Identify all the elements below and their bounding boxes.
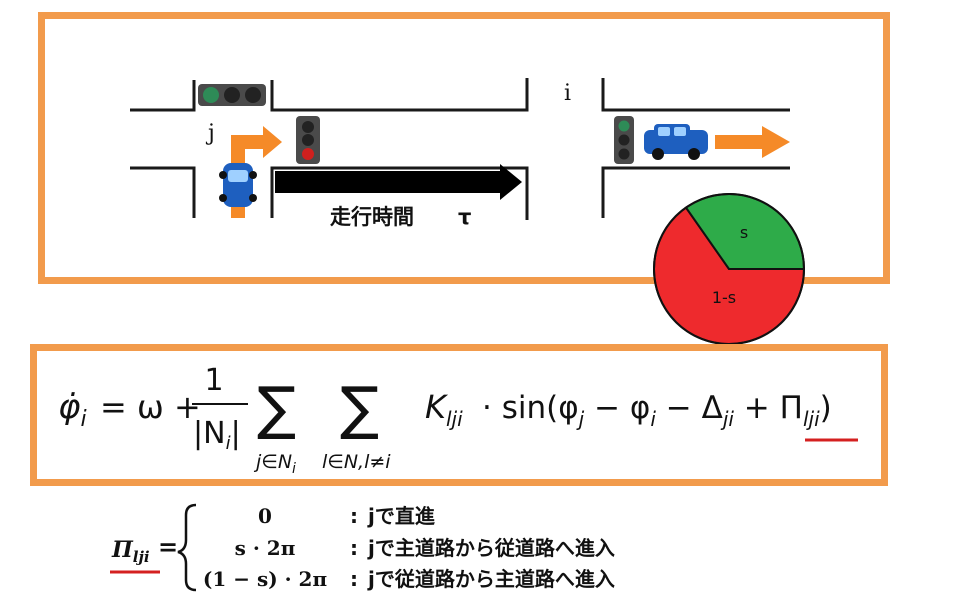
traffic-light-horizontal bbox=[198, 84, 266, 106]
sum2-subscript: l∈N,l≠i bbox=[322, 451, 391, 473]
road-mid-bottom bbox=[270, 166, 529, 220]
definition-eq: = bbox=[158, 533, 178, 561]
formula-panel bbox=[30, 344, 888, 486]
road-outline bbox=[130, 78, 790, 220]
travel-arrow-icon bbox=[275, 164, 522, 200]
travel-time-label: 走行時間 bbox=[330, 205, 414, 229]
label-i: i bbox=[564, 81, 571, 106]
coupling-k: Klji bbox=[425, 388, 463, 431]
case-colon-2: : bbox=[350, 536, 358, 560]
fraction-numerator: 1 bbox=[204, 363, 223, 398]
road-right-top bbox=[601, 78, 790, 112]
cases-brace bbox=[177, 503, 197, 592]
case-colon-1: : bbox=[350, 504, 358, 528]
case-colon-3: : bbox=[350, 567, 358, 591]
sum-sign-2: ∑ bbox=[340, 374, 379, 442]
definition-lhs: Πlji bbox=[111, 537, 150, 566]
case-desc-1: jで直進 bbox=[367, 504, 435, 528]
straight-arrow-icon bbox=[715, 126, 790, 158]
road-left-top bbox=[130, 80, 196, 112]
car-icon-right bbox=[644, 124, 708, 160]
case-desc-2: jで主道路から従道路へ進入 bbox=[367, 536, 615, 560]
sum1-subscript: j∈Ni bbox=[253, 451, 296, 477]
split-pie bbox=[653, 193, 806, 345]
traffic-light-green bbox=[614, 116, 634, 164]
pie-label-s: s bbox=[740, 223, 748, 242]
traffic-light-red bbox=[296, 116, 320, 164]
case-value-2: s · 2π bbox=[235, 536, 296, 560]
road-mid-top bbox=[270, 78, 529, 112]
case-value-1: 0 bbox=[258, 504, 272, 528]
sine-expression: · sin(φj − φi − Δji + Πlji) bbox=[482, 390, 832, 431]
case-value-3: (1 − s) · 2π bbox=[203, 567, 327, 591]
formula-lhs: φ̇i bbox=[58, 387, 87, 432]
travel-time-symbol: τ bbox=[458, 205, 471, 229]
formula-eq-omega: = ω + bbox=[100, 388, 201, 426]
road-right-bottom bbox=[601, 166, 790, 218]
road-left-bottom bbox=[130, 166, 196, 218]
car-icon-up bbox=[219, 163, 257, 207]
pie-label-1-s: 1-s bbox=[712, 288, 736, 307]
label-j: j bbox=[205, 121, 215, 146]
fraction-denominator: |Ni| bbox=[193, 416, 241, 454]
case-desc-3: jで従道路から主道路へ進入 bbox=[367, 567, 615, 591]
sum-sign-1: ∑ bbox=[257, 374, 296, 442]
